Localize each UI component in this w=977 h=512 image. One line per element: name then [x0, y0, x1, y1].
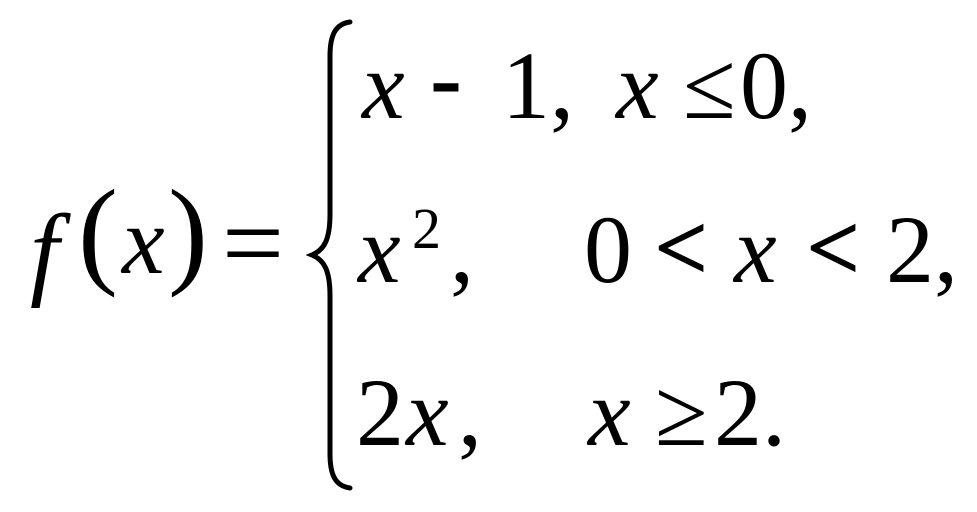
case1-cond-rel: ≤ — [683, 32, 736, 139]
open-paren: ( — [78, 165, 118, 298]
function-name: f — [30, 194, 59, 309]
close-paren: ) — [168, 165, 208, 298]
equals-sign: = — [222, 182, 285, 304]
case2-comma: , — [450, 196, 474, 303]
case2-low: 0 — [584, 196, 632, 303]
case1-minus: - — [430, 24, 462, 131]
case2-less-than-1: < — [654, 194, 709, 301]
case2-high: 2, — [886, 196, 958, 303]
function-argument: x — [122, 187, 165, 294]
case3-cond-val: 2. — [714, 359, 786, 466]
case3-coef: 2 — [356, 359, 404, 466]
case1-cond-val: 0, — [740, 32, 812, 139]
case2-exponent: 2 — [412, 196, 441, 261]
case3-var: x — [406, 359, 449, 466]
case2-less-than-2: < — [806, 194, 861, 301]
case1-cond-var: x — [616, 32, 659, 139]
case3-comma: , — [458, 359, 482, 466]
left-brace-icon — [306, 19, 353, 491]
case1-expr-var: x — [362, 32, 405, 139]
case2-cond-var: x — [734, 196, 777, 303]
case3-cond-var: x — [588, 359, 631, 466]
case1-const: 1, — [502, 32, 574, 139]
case2-base: x — [358, 196, 401, 303]
case3-cond-rel: ≥ — [655, 359, 708, 466]
